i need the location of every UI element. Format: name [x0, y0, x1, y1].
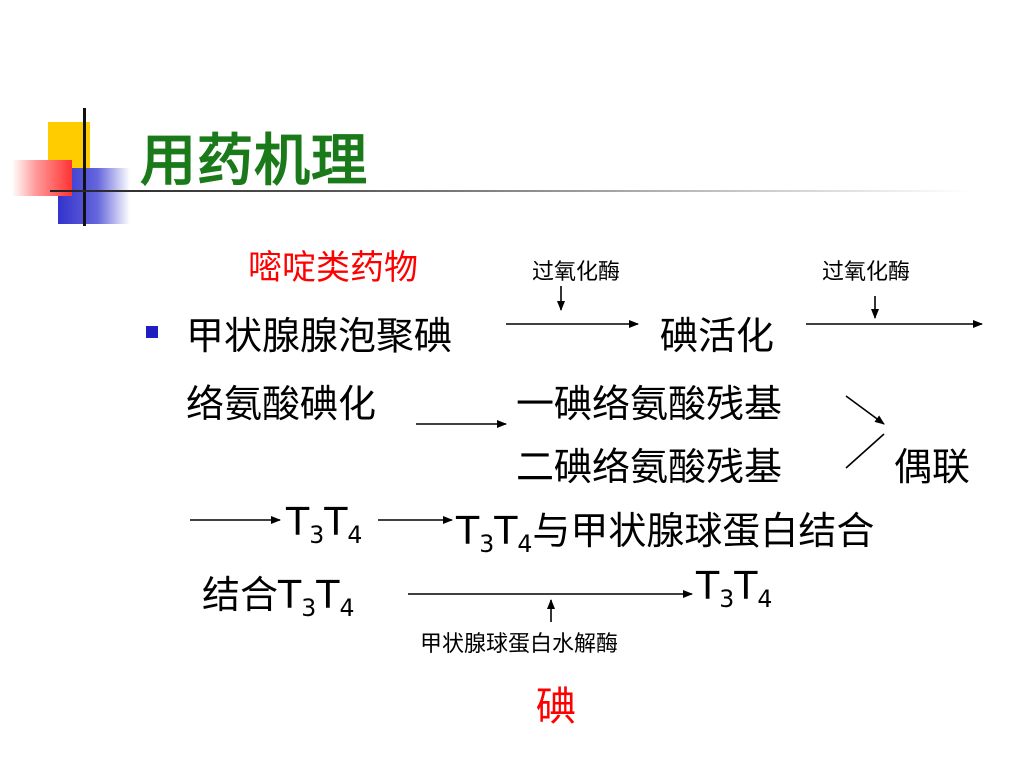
enzyme-label-2: 过氧化酶	[822, 260, 911, 285]
step-iodine-activation: 碘活化	[660, 314, 775, 358]
iodine-label: 碘	[536, 684, 576, 730]
coupling-label: 偶联	[894, 445, 971, 489]
free-t3t4: T3T4	[696, 564, 773, 614]
step-follicle-iodine: 甲状腺腺泡聚碘	[186, 314, 453, 358]
enzyme-label-1: 过氧化酶	[532, 260, 621, 285]
bound-t3t4: 结合T3T4	[202, 573, 355, 623]
page-title: 用药机理	[140, 128, 368, 194]
step-tyrosine-iodination: 络氨酸碘化	[186, 382, 377, 426]
product-monoiodotyrosine: 一碘络氨酸残基	[516, 382, 783, 426]
hydrolase-label: 甲状腺球蛋白水解酶	[420, 632, 619, 657]
t3t4-first: T3T4	[286, 500, 363, 550]
drug-label: 嘧啶类药物	[248, 248, 418, 288]
logo-vertical-line	[83, 108, 86, 226]
product-diiodotyrosine: 二碘络氨酸残基	[516, 445, 783, 489]
arrow-coupling-1	[845, 395, 885, 425]
bullet-marker	[146, 326, 158, 338]
t3t4-bound-statement: T3T4与甲状腺球蛋白结合	[456, 509, 875, 559]
title-underline	[50, 190, 970, 192]
coupling-line-2	[845, 433, 885, 469]
